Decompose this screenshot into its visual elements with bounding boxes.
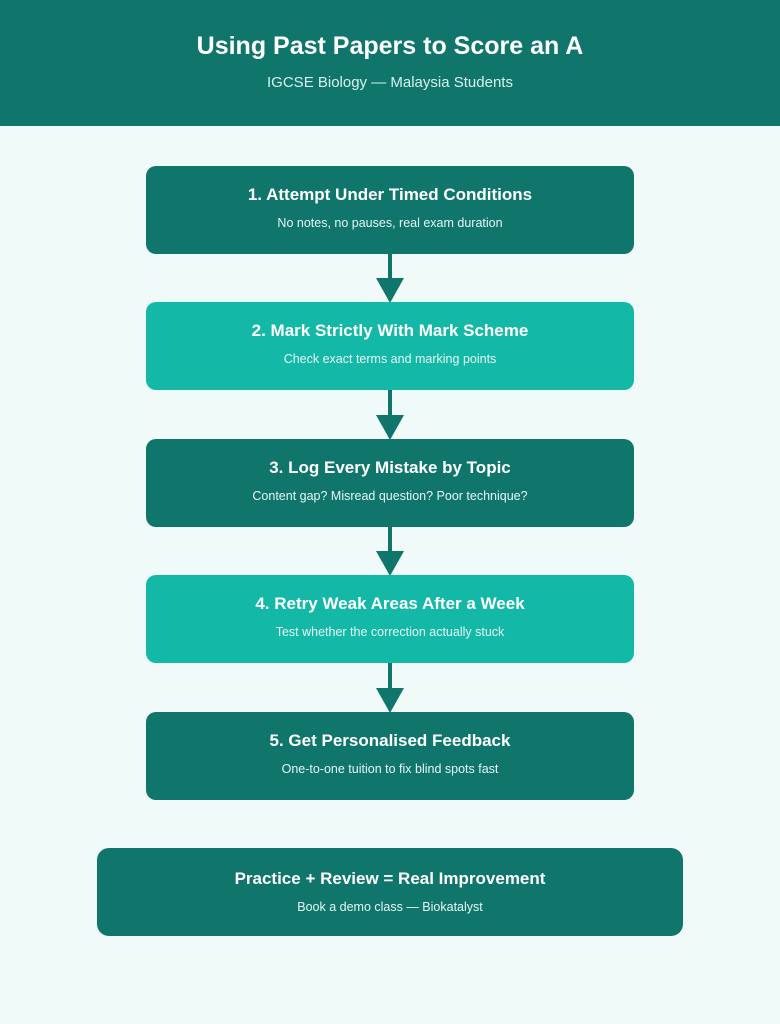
step-1-title: 1. Attempt Under Timed Conditions xyxy=(247,185,533,204)
step-4-title: 4. Retry Weak Areas After a Week xyxy=(255,594,525,613)
flow-arrow-4 xyxy=(376,663,404,713)
step-5-box: 5. Get Personalised Feedback One-to-one … xyxy=(146,712,634,800)
step-3-description: Content gap? Misread question? Poor tech… xyxy=(252,489,528,503)
step-5-title: 5. Get Personalised Feedback xyxy=(269,731,511,750)
step-2-title: 2. Mark Strictly With Mark Scheme xyxy=(251,321,529,340)
summary-title: Practice + Review = Real Improvement xyxy=(234,869,546,888)
flow-arrow-3 xyxy=(376,526,404,576)
step-4-box: 4. Retry Weak Areas After a Week Test wh… xyxy=(146,575,634,663)
step-1-description: No notes, no pauses, real exam duration xyxy=(277,216,503,230)
step-4-description: Test whether the correction actually stu… xyxy=(275,625,505,639)
step-2-box: 2. Mark Strictly With Mark Scheme Check … xyxy=(146,302,634,390)
flow-arrow-2 xyxy=(376,390,404,440)
step-5-description: One-to-one tuition to fix blind spots fa… xyxy=(281,762,499,776)
flow-arrow-1 xyxy=(376,253,404,303)
step-3-title: 3. Log Every Mistake by Topic xyxy=(269,458,511,477)
summary-description: Book a demo class — Biokatalyst xyxy=(297,900,483,914)
step-3-box: 3. Log Every Mistake by Topic Content ga… xyxy=(146,439,634,527)
summary-box: Practice + Review = Real Improvement Boo… xyxy=(97,848,683,936)
page-subtitle: IGCSE Biology — Malaysia Students xyxy=(267,74,513,91)
page-title: Using Past Papers to Score an A xyxy=(196,32,584,60)
step-1-box: 1. Attempt Under Timed Conditions No not… xyxy=(146,166,634,254)
step-2-description: Check exact terms and marking points xyxy=(283,352,497,366)
header-banner: Using Past Papers to Score an A IGCSE Bi… xyxy=(0,0,780,126)
